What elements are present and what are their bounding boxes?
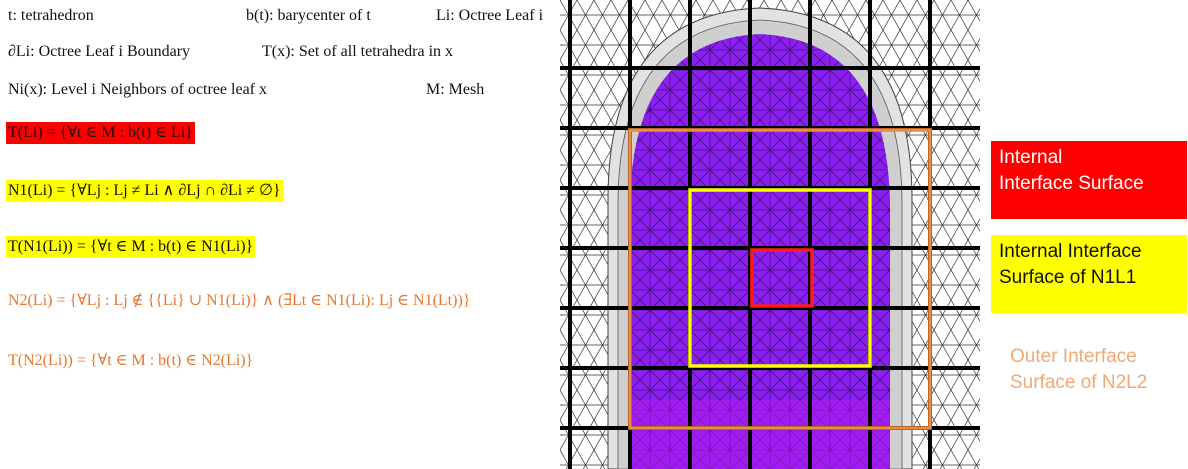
equation-t-n2: T(N2(Li)) = {∀t ∈ M : b(t) ∈ N2(Li)} — [8, 352, 254, 369]
def-barycenter: b(t): barycenter of t — [246, 7, 371, 24]
def-mesh: M: Mesh — [426, 81, 485, 98]
def-neighbors: Ni(x): Level i Neighbors of octree leaf … — [8, 81, 268, 98]
def-boundary: ∂Li: Octree Leaf i Boundary — [8, 43, 191, 60]
def-tetrahedron: t: tetrahedron — [8, 7, 94, 24]
legend-red-line2: Interface Surface — [999, 173, 1144, 194]
equation-n1: N1(Li) = {∀Lj : Lj ≠ Li ∧ ∂Lj ∩ ∂Li ≠ ∅} — [6, 180, 283, 202]
legend-yellow-line1: Internal Interface — [999, 241, 1142, 262]
equation-t-leaf: T(Li) = {∀t ∈ M : b(t) ∈ Li} — [6, 122, 195, 144]
legend-n2-surface: Outer Interface Surface of N2L2 — [1002, 340, 1182, 410]
equation-t-n1: T(N1(Li)) = {∀t ∈ M : b(t) ∈ N1(Li)} — [6, 236, 256, 258]
legend-orange-line2: Surface of N2L2 — [1010, 372, 1148, 393]
equation-n2: N2(Li) = {∀Lj : Lj ∉ {{Li} ∪ N1(Li)} ∧ (… — [8, 292, 471, 309]
legend-red-line1: Internal — [999, 147, 1063, 168]
legend-internal-interface: Internal Interface Surface — [991, 141, 1187, 219]
legend-yellow-line2: Surface of N1L1 — [999, 267, 1137, 288]
def-set: T(x): Set of all tetrahedra in x — [262, 43, 454, 60]
mesh-illustration — [560, 0, 980, 469]
def-leaf: Li: Octree Leaf i — [436, 7, 544, 24]
legend-n1-surface: Internal Interface Surface of N1L1 — [991, 235, 1187, 313]
legend-orange-line1: Outer Interface — [1010, 346, 1137, 367]
